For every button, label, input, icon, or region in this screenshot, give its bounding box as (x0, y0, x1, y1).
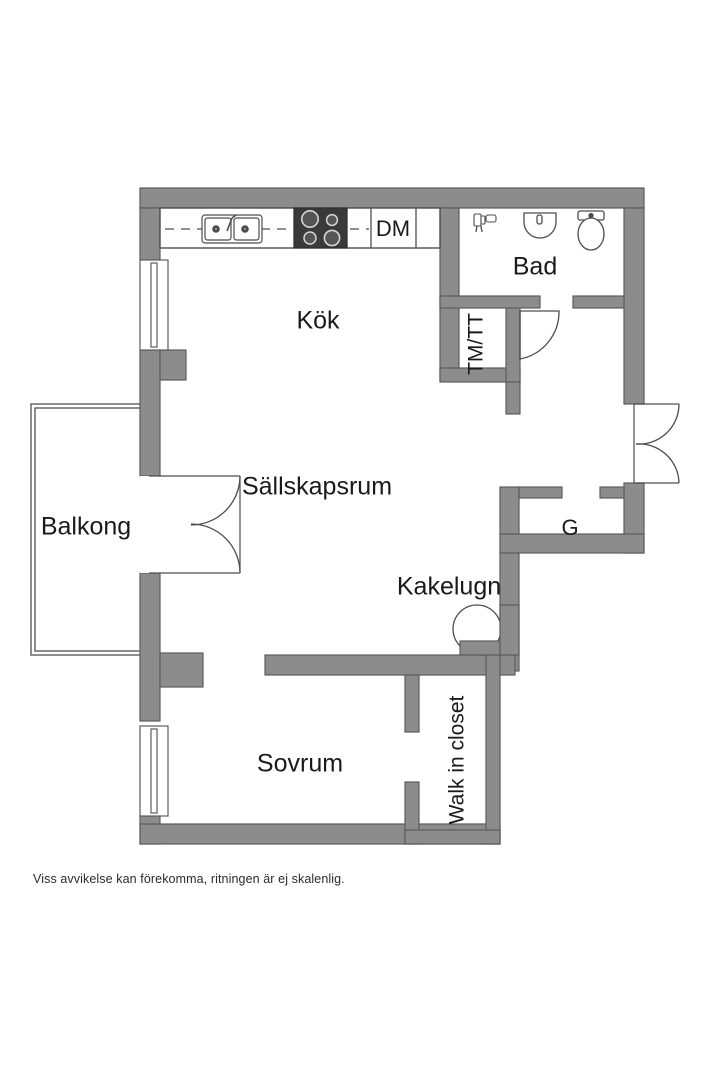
double-entrance-door-icon (633, 403, 680, 484)
shower-mixer-icon (473, 213, 497, 233)
laundry-closet-door-icon (519, 310, 560, 360)
room-label-balkong: Balkong (41, 513, 131, 541)
wall-structure (139, 187, 645, 845)
toilet-icon (577, 210, 605, 251)
room-label-kok: Kök (296, 307, 340, 335)
balcony-outline (30, 403, 150, 656)
room-label-walk-in-closet: Walk in closet (446, 695, 469, 824)
kitchen-window-icon (139, 259, 169, 351)
bedroom-window-icon (139, 725, 169, 817)
room-label-tm-tt: TM/TT (465, 313, 488, 375)
four-burner-stove-icon (293, 207, 348, 249)
dishwasher-label: DM (376, 216, 410, 241)
room-label-kakelugn: Kakelugn (397, 573, 501, 601)
room-label-bad: Bad (513, 253, 557, 281)
room-label-garderob: G (561, 515, 578, 540)
double-basin-sink-icon (201, 214, 263, 244)
scale-disclaimer-text: Viss avvikelse kan förekomma, ritningen … (33, 872, 345, 886)
room-label-sallskapsrum: Sällskapsrum (242, 473, 392, 501)
room-label-sovrum: Sovrum (257, 750, 343, 778)
double-balcony-door-icon (140, 475, 241, 574)
round-tiled-stove-icon (452, 604, 520, 656)
wash-basin-icon (523, 212, 557, 239)
